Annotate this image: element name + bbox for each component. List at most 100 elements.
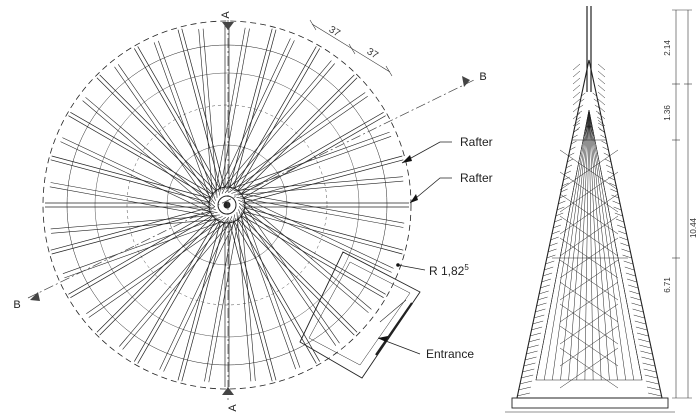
shingle-mark (577, 110, 583, 115)
shingle-mark (533, 314, 545, 319)
shingle-mark (545, 260, 555, 265)
spiral-rafter-line (198, 29, 213, 199)
shingle-mark (540, 284, 550, 289)
shingle-mark (632, 308, 644, 313)
spiral-rafter-line (122, 219, 233, 350)
section-brace-line (559, 303, 619, 345)
rafter-line (99, 218, 216, 336)
spiral-rafter-line (62, 216, 223, 274)
rafter-line (181, 222, 225, 382)
ridge-shingle (572, 105, 581, 113)
shingle-mark (564, 170, 572, 175)
shingle-mark (638, 338, 650, 343)
shingle-mark (581, 92, 586, 97)
spiral-rafter-line (159, 216, 233, 370)
section-rafter-line (535, 109, 590, 381)
spiral-rafter-line (208, 215, 240, 383)
spiral-rafter-line (221, 40, 295, 194)
shingle-mark (596, 116, 603, 121)
section-rafter-line (588, 109, 594, 381)
leader-arrowheads (378, 155, 418, 342)
spiral-rafter-line (217, 38, 291, 193)
spiral-rafter-line (238, 199, 392, 273)
section-rafter-line (568, 109, 590, 381)
shingle-mark (642, 362, 655, 367)
shingle-mark (570, 140, 577, 145)
ridge-shingle (597, 105, 606, 113)
shingle-mark (648, 392, 662, 397)
rafter-line (241, 111, 384, 195)
section-rafter-line (588, 109, 610, 381)
ridge-shingle (572, 119, 581, 127)
rafter-line (137, 221, 221, 364)
shingle-mark (550, 236, 559, 241)
rafter-line (243, 155, 403, 199)
shingle-mark (605, 164, 613, 169)
inner-ring-4 (166, 144, 288, 266)
spiral-rafter-line (153, 42, 212, 203)
rafter-line (233, 46, 317, 189)
spiral-rafter-line (231, 136, 392, 194)
rafter-line (177, 29, 221, 189)
rafter-line (238, 218, 355, 336)
rafter-line (181, 28, 225, 188)
shingle-mark (560, 188, 568, 193)
arrow-a-bottom (222, 387, 234, 395)
shingle-mark (646, 386, 660, 391)
section-rafter-line (588, 109, 618, 381)
arrow-b-left (30, 292, 40, 301)
shingle-mark (572, 134, 578, 139)
shingle-mark (568, 152, 575, 157)
rafter-line (50, 207, 210, 251)
spiral-rafter-line (234, 180, 404, 196)
shingle-mark (569, 146, 576, 151)
shingle-mark (536, 302, 547, 307)
spiral-rafter-line (60, 141, 215, 215)
label-radius-superscript: 5 (464, 263, 469, 272)
rafter-line (237, 219, 321, 362)
spiral-rafter-line (219, 28, 250, 196)
center-post (223, 201, 231, 209)
shingle-mark (594, 104, 600, 109)
spiral-rafter-line (88, 220, 229, 318)
spiral-rafter-line (51, 219, 221, 234)
ridge-shingle (597, 126, 606, 134)
shingle-mark (612, 200, 620, 205)
shingle-mark (579, 98, 585, 103)
rafter-line (50, 159, 210, 203)
shingle-mark (620, 242, 629, 247)
shingle-mark (630, 296, 641, 301)
shingle-mark (527, 344, 539, 349)
section-view (505, 6, 675, 413)
ridge-shingle (572, 112, 581, 120)
shingle-mark (558, 200, 566, 205)
center-hub (208, 186, 246, 224)
shingle-mark (600, 134, 606, 139)
shingle-mark (635, 326, 647, 331)
spiral-rafter-line (221, 60, 332, 191)
shingle-mark (519, 380, 533, 385)
spiral-rafter-line (242, 203, 340, 344)
spiral-rafter-line (229, 131, 390, 190)
section-brace-line (559, 215, 619, 257)
shingle-mark (621, 248, 631, 253)
shingle-mark (524, 356, 537, 361)
rafter-line (243, 211, 386, 295)
height-2-14: 2.14 (663, 40, 672, 56)
shingle-mark (617, 224, 626, 229)
rafter-line (70, 111, 213, 195)
shingle-mark (522, 368, 535, 373)
spiral-rafter-line (64, 220, 225, 279)
label-rafter-1: Rafter (460, 135, 493, 149)
shingle-mark (565, 164, 573, 169)
ridge-shingle (597, 63, 606, 71)
ridge-shingle (597, 98, 606, 106)
dimension-37-first: 37 (327, 24, 343, 39)
shingle-mark (622, 254, 632, 259)
spiral-rafter-line (49, 186, 217, 218)
base-plinth (511, 397, 669, 409)
ridge-shingle (572, 84, 581, 92)
shingle-mark (549, 242, 558, 247)
spiral-rafter-line (204, 214, 235, 382)
